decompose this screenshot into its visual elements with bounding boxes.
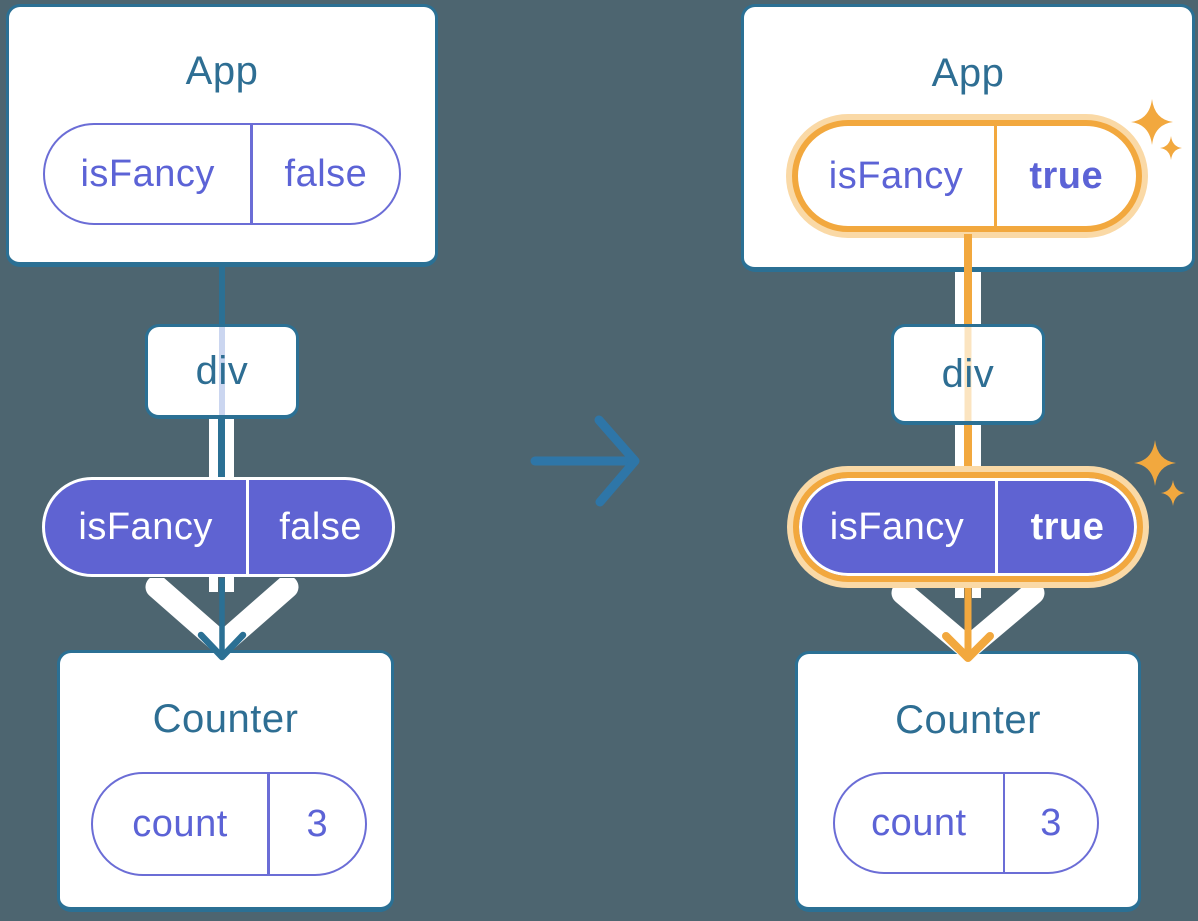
prop-edge-white-right [972, 270, 981, 326]
prop-pass-through-line [964, 327, 972, 421]
app-card-after: App isFancy true [741, 4, 1195, 272]
prop-key: isFancy [829, 505, 965, 548]
state-key: count [871, 801, 967, 844]
pill-divider [267, 774, 270, 874]
div-label: div [941, 351, 995, 396]
state-pill-count-before: count 3 [91, 772, 367, 876]
prop-edge-white-right [225, 577, 234, 592]
prop-edge-core-after [964, 424, 972, 478]
sparkle-icon [1131, 99, 1182, 160]
component-title: App [931, 51, 1005, 95]
component-title: App [185, 49, 259, 93]
prop-edge-white-right [225, 418, 234, 478]
app-card-before: App isFancy false [6, 4, 438, 267]
prop-pill-isfancy-after: isFancy true [793, 472, 1143, 582]
prop-edge-white-left [209, 418, 218, 478]
state-value: false [284, 152, 368, 195]
state-pill-count-after: count 3 [833, 772, 1099, 874]
state-value: 3 [1040, 801, 1062, 844]
counter-card-before: Counter count 3 [57, 650, 394, 912]
pill-divider [995, 478, 999, 576]
prop-pill-isfancy-before: isFancy false [42, 477, 395, 577]
state-value: 3 [306, 802, 329, 845]
prop-edge-white-left [955, 270, 964, 326]
div-node-after: div [891, 324, 1045, 425]
down-arrow-icon [891, 588, 1045, 662]
div-label: div [195, 348, 249, 393]
prop-value: true [1030, 505, 1105, 548]
pill-divider [246, 480, 250, 574]
prop-edge-core-after [964, 270, 972, 326]
counter-card-after: Counter count 3 [795, 651, 1141, 912]
component-title: Counter [152, 697, 299, 741]
state-value: true [1029, 154, 1104, 197]
down-arrow-icon [145, 578, 299, 661]
prop-edge-white-left [209, 577, 218, 592]
state-key: count [132, 802, 228, 845]
state-key: isFancy [828, 154, 964, 197]
sparkle-icon [1134, 440, 1185, 506]
prop-edge-white-right [972, 424, 981, 478]
prop-edge-white-right [972, 588, 981, 598]
state-key: isFancy [80, 152, 215, 195]
prop-pass-through-line [219, 327, 225, 415]
prop-edge-white-left [955, 588, 964, 598]
component-title: Counter [895, 698, 1041, 742]
prop-edge-core-before [218, 418, 225, 478]
pill-divider [994, 126, 997, 226]
state-pill-isfancy-before: isFancy false [43, 123, 401, 225]
pill-divider [250, 125, 253, 223]
prop-value: false [279, 505, 363, 548]
state-pill-isfancy-after: isFancy true [792, 120, 1142, 232]
right-arrow-icon [530, 415, 640, 507]
prop-key: isFancy [78, 505, 213, 548]
prop-edge-white-left [955, 424, 964, 478]
edge-app-to-div-before [219, 266, 225, 326]
div-node-before: div [145, 324, 299, 419]
edge-app-to-div-after [964, 234, 972, 272]
pill-divider [1002, 774, 1006, 872]
